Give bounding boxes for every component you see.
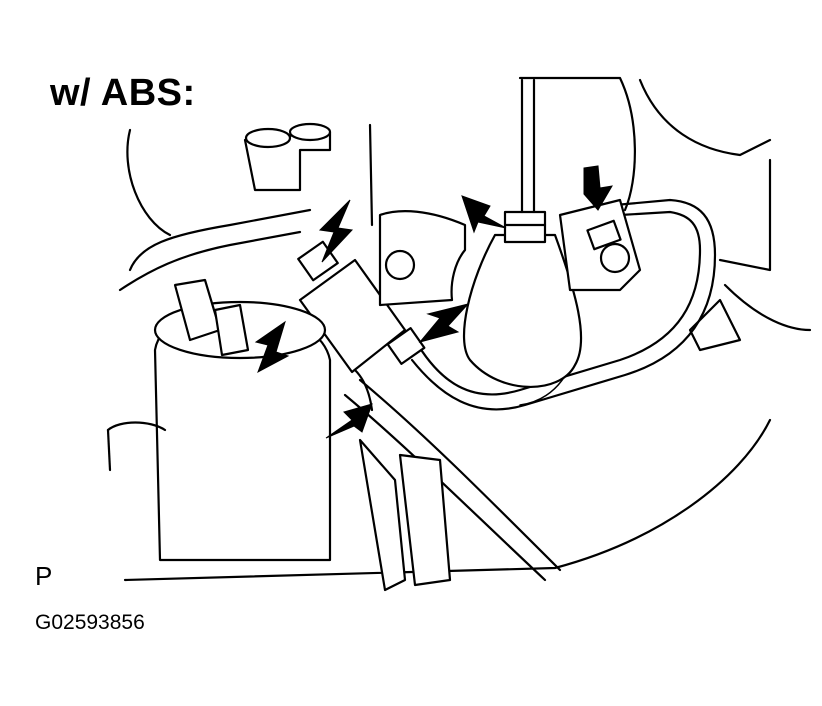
diagram-title: w/ ABS:: [50, 72, 196, 114]
arrow-icon: [325, 403, 373, 439]
arrow-icon: [318, 199, 354, 263]
arrow-icon: [583, 165, 613, 211]
view-marker: P: [35, 561, 53, 591]
line-junction: [297, 240, 426, 412]
lower-bracket: [358, 438, 452, 592]
background-structure: [123, 76, 812, 582]
arrow-icon: [461, 195, 507, 234]
fitting-arrows: [254, 165, 613, 439]
arrow-icon: [418, 303, 470, 343]
figure-code: G02593856: [35, 611, 145, 634]
fluid-reservoir: [106, 278, 332, 562]
upper-bracket: [243, 122, 332, 192]
abs-actuator: [378, 78, 642, 388]
arrow-icon: [254, 320, 290, 374]
